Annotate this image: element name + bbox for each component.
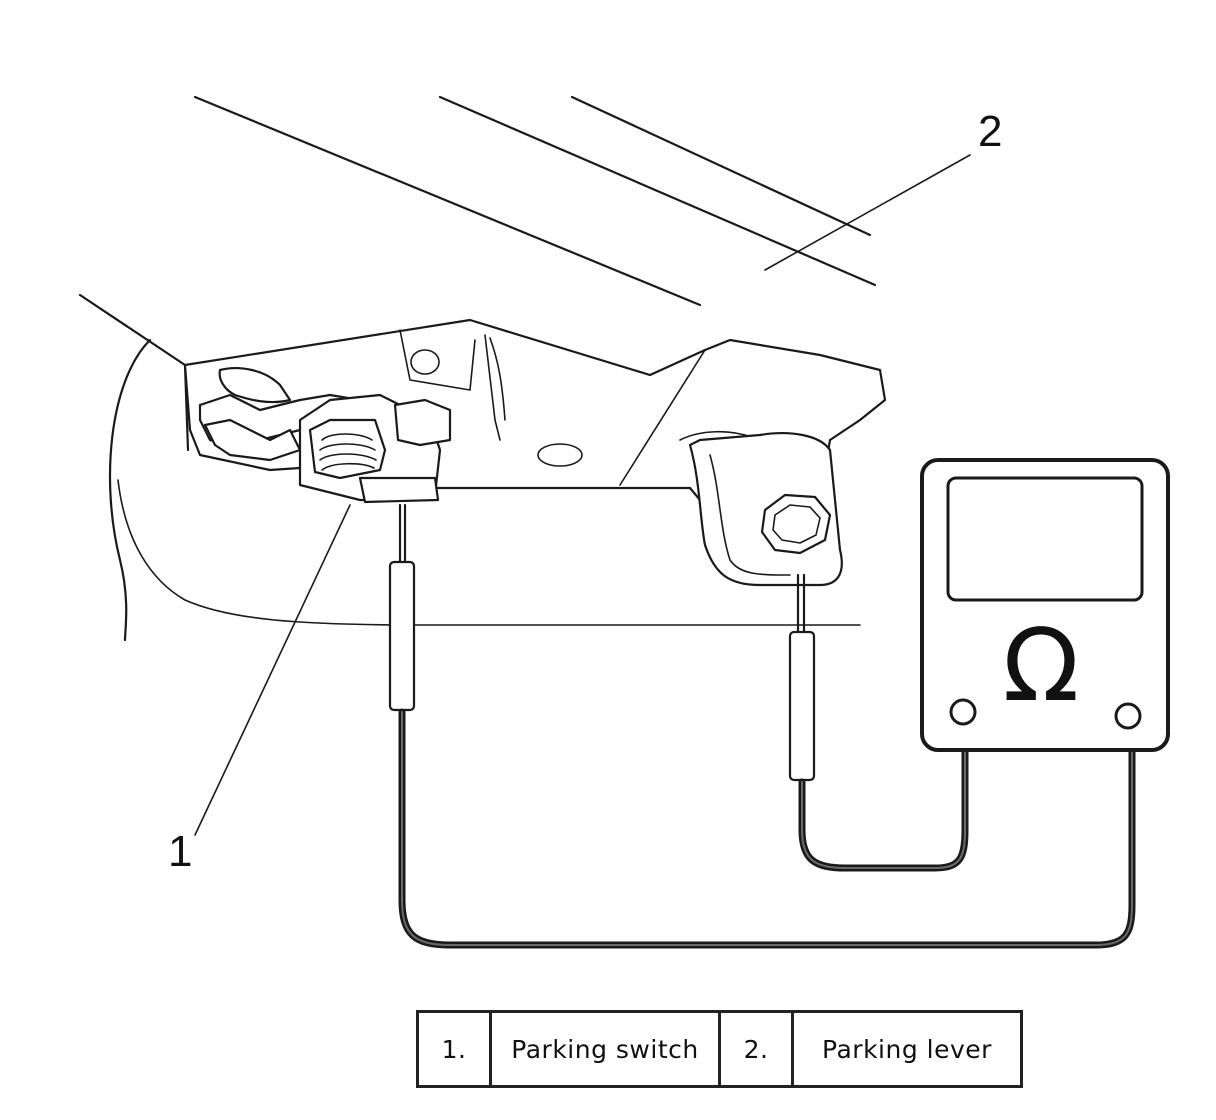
parking-switch bbox=[198, 367, 452, 504]
ohmmeter-display bbox=[946, 476, 1144, 602]
lever-mount-bracket bbox=[688, 432, 843, 587]
ohmmeter-terminal-right bbox=[1114, 702, 1142, 730]
ohmmeter: Ω bbox=[920, 458, 1170, 752]
callout-number-2: 2 bbox=[978, 107, 1002, 156]
callout-number-1: 1 bbox=[168, 827, 192, 876]
legend-label-parking-switch: Parking switch bbox=[489, 1010, 721, 1088]
parking-lever-outline bbox=[193, 95, 877, 307]
legend-number-2: 2. bbox=[718, 1010, 794, 1088]
test-probe-right bbox=[788, 573, 816, 782]
test-leads bbox=[398, 708, 1136, 949]
ohmmeter-terminal-left bbox=[949, 698, 977, 726]
test-probe-left bbox=[388, 503, 416, 712]
legend-label-parking-lever: Parking lever bbox=[791, 1010, 1023, 1088]
legend-table: 1. Parking switch 2. Parking lever bbox=[416, 1010, 1023, 1088]
legend-number-1: 1. bbox=[416, 1010, 492, 1088]
callout-leaders bbox=[194, 154, 971, 836]
legend-row: 1. Parking switch 2. Parking lever bbox=[416, 1010, 1023, 1088]
ohm-symbol: Ω bbox=[1003, 607, 1079, 724]
